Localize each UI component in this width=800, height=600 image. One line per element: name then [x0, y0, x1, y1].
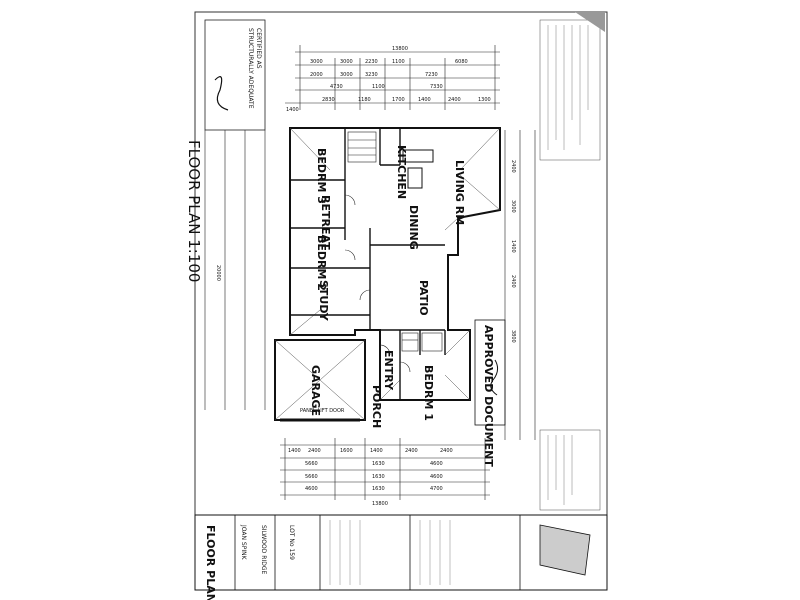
- certification-heading: CERTIFIED AS: [255, 28, 262, 69]
- dim-top-r2-2: 3230: [365, 72, 378, 78]
- room-bedroom1: BEDRM 1: [422, 365, 435, 421]
- interior-walls: [290, 128, 446, 400]
- dim-right-3: 2400: [510, 275, 516, 288]
- dim-bot-r2-2: 4600: [430, 461, 443, 467]
- dim-right-4: 3800: [510, 330, 516, 343]
- dim-bot-r3-0: 5660: [305, 474, 318, 480]
- dim-top-r1-2: 2230: [365, 59, 378, 65]
- dim-bot-r2-1: 1630: [372, 461, 385, 467]
- dim-right-2: 1400: [510, 240, 516, 253]
- right-dimensions: [504, 130, 536, 440]
- dim-top-r1-0: 3000: [310, 59, 323, 65]
- dim-bot-r1-0: 1400: [288, 448, 301, 454]
- builder-logo: [539, 524, 591, 576]
- approval-stamp: APPROVED DOCUMENT: [474, 319, 506, 467]
- dim-top-r2-1: 3000: [340, 72, 353, 78]
- title-drawing: FLOOR PLAN: [204, 525, 217, 600]
- approval-text: APPROVED DOCUMENT: [482, 325, 495, 467]
- certification-status: STRUCTURALLY ADEQUATE: [247, 28, 254, 109]
- door-swings: [344, 194, 411, 373]
- room-patio: PATIO: [417, 280, 430, 316]
- certification-stamp: CERTIFIED AS STRUCTURALLY ADEQUATE: [204, 19, 266, 131]
- dim-top-r1-4: 6080: [455, 59, 468, 65]
- dim-right-1: 3000: [510, 200, 516, 213]
- room-retreat: RETREAT: [319, 195, 332, 250]
- dim-top-r3-1: 1100: [372, 84, 385, 90]
- dim-top-r2-3: 7230: [425, 72, 438, 78]
- title-client: JOAN SPINK: [240, 524, 247, 561]
- title-block: [194, 514, 608, 591]
- dim-bot-r1-1: 2400: [308, 448, 321, 454]
- top-dimensions: [285, 45, 500, 110]
- wet-areas: [347, 131, 443, 352]
- room-garage: GARAGE: [309, 365, 322, 416]
- room-dining: DINING: [407, 205, 420, 250]
- left-dimensions: [204, 130, 266, 410]
- dim-bot-r1-2: 1600: [340, 448, 353, 454]
- room-living: LIVING RM: [453, 160, 466, 225]
- room-entry: ENTRY: [382, 350, 395, 391]
- dim-bot-r4-2: 4700: [430, 486, 443, 492]
- room-bedroom2: BEDRM 2: [315, 235, 328, 291]
- scan-artifact: [575, 12, 605, 32]
- dim-bot-r1-4: 2400: [405, 448, 418, 454]
- room-study: STUDY: [317, 280, 330, 322]
- dim-top-r4-4: 1400: [418, 97, 431, 103]
- room-bedroom3: BEDRM 3: [315, 148, 328, 204]
- dim-top-r3-2: 7330: [430, 84, 443, 90]
- drawing-title: FLOOR PLAN 1:100: [185, 140, 203, 282]
- garage-block: [274, 339, 366, 422]
- dim-top-r4-1: 2830: [322, 97, 335, 103]
- roof-hips: [289, 127, 501, 401]
- dim-top-r3-0: 4730: [330, 84, 343, 90]
- dim-top-r2-0: 2000: [310, 72, 323, 78]
- room-porch: PORCH: [370, 385, 383, 428]
- dim-top-r4-5: 2400: [448, 97, 461, 103]
- dim-top-r1-1: 3000: [340, 59, 353, 65]
- dim-left-overall: 20000: [215, 265, 221, 281]
- dim-bot-r4-0: 4600: [305, 486, 318, 492]
- dim-bot-r3-1: 1630: [372, 474, 385, 480]
- dim-top-overall: 13800: [392, 46, 408, 52]
- bottom-dimensions: [280, 438, 490, 500]
- title-estate: SILWOOD RIDGE: [260, 525, 267, 574]
- dim-bot-r1-5: 2400: [440, 448, 453, 454]
- signature: [214, 76, 229, 111]
- room-kitchen: KITCHEN: [395, 145, 408, 199]
- dim-top-r4-0: 1400: [286, 107, 299, 113]
- garage-door-label: PANEL-LIFT DOOR: [300, 408, 345, 414]
- dim-bot-r2-0: 5660: [305, 461, 318, 467]
- dim-bot-r4-1: 1630: [372, 486, 385, 492]
- dim-top-r4-6: 1300: [478, 97, 491, 103]
- dim-top-r1-3: 1100: [392, 59, 405, 65]
- kitchen-bench: [402, 149, 434, 189]
- dim-top-r4-3: 1700: [392, 97, 405, 103]
- dim-bottom-overall: 13800: [372, 501, 388, 507]
- dim-top-r4-2: 1180: [358, 97, 371, 103]
- notes-column: [539, 19, 601, 511]
- dim-bot-r3-2: 4600: [430, 474, 443, 480]
- title-lot: LOT No 159: [288, 525, 295, 560]
- dim-bot-r1-3: 1400: [370, 448, 383, 454]
- dim-right-0: 2400: [510, 160, 516, 173]
